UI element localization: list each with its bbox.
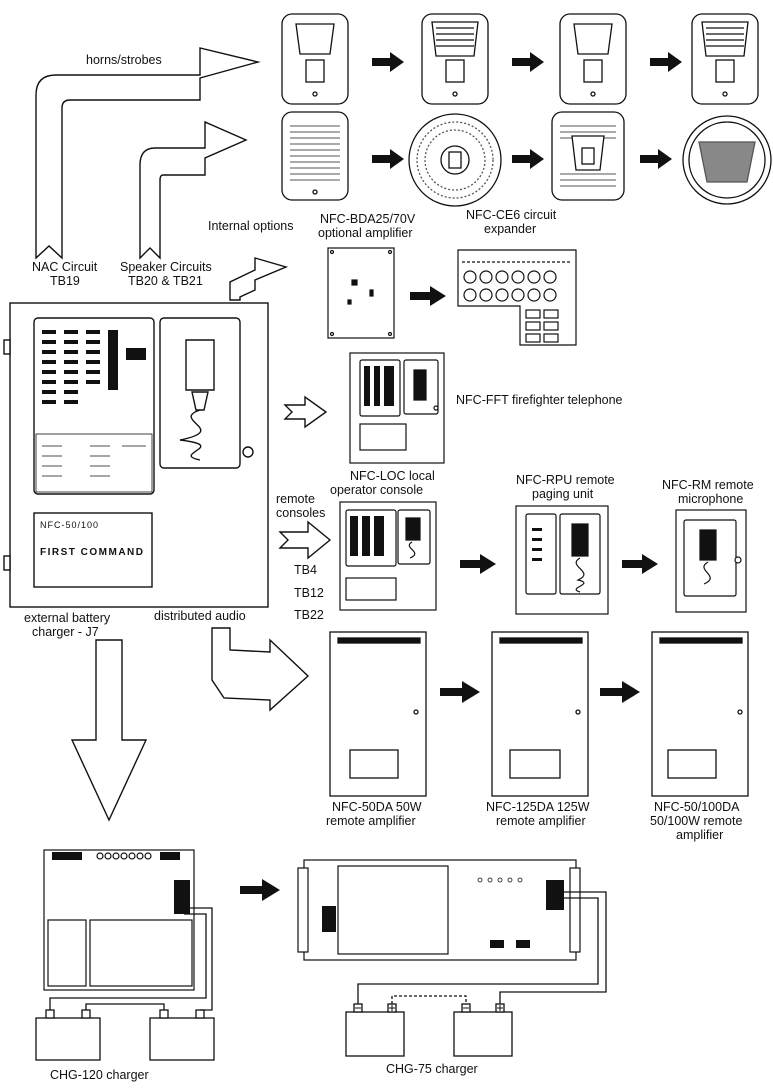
- panel-model-label: NFC-50/100: [40, 520, 100, 530]
- arrow-hs-3: [650, 52, 682, 72]
- arrow-chg: [240, 879, 280, 901]
- panel-brand-label: FIRST COMMAND: [40, 547, 145, 558]
- label-remote: remote: [276, 492, 315, 506]
- label-charger-j7: charger - J7: [32, 625, 99, 639]
- arrow-da-1: [440, 681, 480, 703]
- internal-options-arrow: [229, 257, 289, 301]
- label-tb12: TB12: [294, 586, 324, 600]
- label-125da-model: NFC-125DA 125W: [486, 800, 590, 814]
- arrow-loc-rpu: [460, 554, 496, 574]
- label-rm-desc: microphone: [678, 492, 744, 506]
- chg-75-wiring: [357, 891, 607, 1004]
- chg-75-board: [297, 859, 581, 961]
- remote-console: [339, 501, 437, 611]
- chg-120-wiring: [49, 907, 213, 1011]
- wall-speaker: [281, 111, 349, 201]
- label-ce6-desc: expander: [484, 222, 537, 236]
- nfc-50da-amplifier: [329, 631, 427, 797]
- nac-circuit-arrow: [35, 47, 261, 260]
- arrow-da-2: [600, 681, 640, 703]
- wall-speaker-strobe: [551, 111, 625, 201]
- label-external-battery: external battery: [24, 611, 111, 625]
- label-50da-desc: remote amplifier: [326, 814, 416, 828]
- label-100da-desc-2: amplifier: [676, 828, 724, 842]
- label-rpu-model: NFC-RPU remote: [516, 473, 615, 487]
- label-bda-desc: optional amplifier: [318, 226, 413, 240]
- ceiling-speaker-strobe: [408, 113, 502, 207]
- rm-remote-microphone: [675, 509, 747, 613]
- label-fft: NFC-FFT firefighter telephone: [456, 393, 623, 407]
- label-speaker-tb: TB20 & TB21: [128, 274, 203, 288]
- label-tb22: TB22: [294, 608, 324, 622]
- horn-strobe-3: [559, 13, 627, 105]
- label-100da-model: NFC-50/100DA: [654, 800, 740, 814]
- bda-amplifier-board: [327, 247, 395, 339]
- loc-arrow: [283, 395, 328, 429]
- label-tb4: TB4: [294, 563, 317, 577]
- arrow-sp-3: [640, 149, 672, 169]
- label-100da-desc: 50/100W remote: [650, 814, 743, 828]
- ceiling-speaker: [682, 115, 772, 205]
- label-nac-circuit: NAC Circuit: [32, 260, 98, 274]
- label-rm-model: NFC-RM remote: [662, 478, 754, 492]
- label-internal-options: Internal options: [208, 219, 294, 233]
- distributed-audio-arrow: [211, 627, 310, 712]
- nfc-125da-amplifier: [491, 631, 589, 797]
- arrow-sp-1: [372, 149, 404, 169]
- label-ce6-model: NFC-CE6 circuit: [466, 208, 557, 222]
- horn-strobe-1: [281, 13, 349, 105]
- label-speaker-circuits: Speaker Circuits: [120, 260, 212, 274]
- label-consoles: consoles: [276, 506, 326, 520]
- label-nac-tb19: TB19: [50, 274, 80, 288]
- label-distributed-audio: distributed audio: [154, 609, 246, 623]
- label-bda-model: NFC-BDA25/70V: [320, 212, 416, 226]
- label-chg-75: CHG-75 charger: [386, 1062, 478, 1076]
- horn-strobe-2: [421, 13, 489, 105]
- arrow-hs-1: [372, 52, 404, 72]
- label-loc-model: NFC-LOC local: [350, 469, 435, 483]
- battery-charger-arrow: [70, 639, 148, 822]
- arrow-bda-ce6: [410, 286, 446, 306]
- label-horns-strobes: horns/strobes: [86, 53, 162, 67]
- horn-strobe-4: [691, 13, 759, 105]
- label-chg-120: CHG-120 charger: [50, 1068, 149, 1082]
- remote-console-arrow: [278, 520, 332, 560]
- main-control-panel: [3, 302, 269, 608]
- label-loc-desc: operator console: [330, 483, 424, 497]
- arrow-sp-2: [512, 149, 544, 169]
- chg-120-batteries: [35, 1009, 215, 1061]
- arrow-hs-2: [512, 52, 544, 72]
- arrow-rpu-rm: [622, 554, 658, 574]
- label-50da-model: NFC-50DA 50W: [332, 800, 422, 814]
- loc-console: [349, 352, 445, 464]
- ce6-circuit-expander: [457, 249, 577, 346]
- chg-75-batteries: [345, 1003, 513, 1057]
- nfc-50-100da-amplifier: [651, 631, 749, 797]
- chg-120-board: [43, 849, 195, 991]
- speaker-circuit-arrow: [139, 120, 248, 260]
- label-125da-desc: remote amplifier: [496, 814, 586, 828]
- rpu-paging-unit: [515, 505, 609, 615]
- label-rpu-desc: paging unit: [532, 487, 594, 501]
